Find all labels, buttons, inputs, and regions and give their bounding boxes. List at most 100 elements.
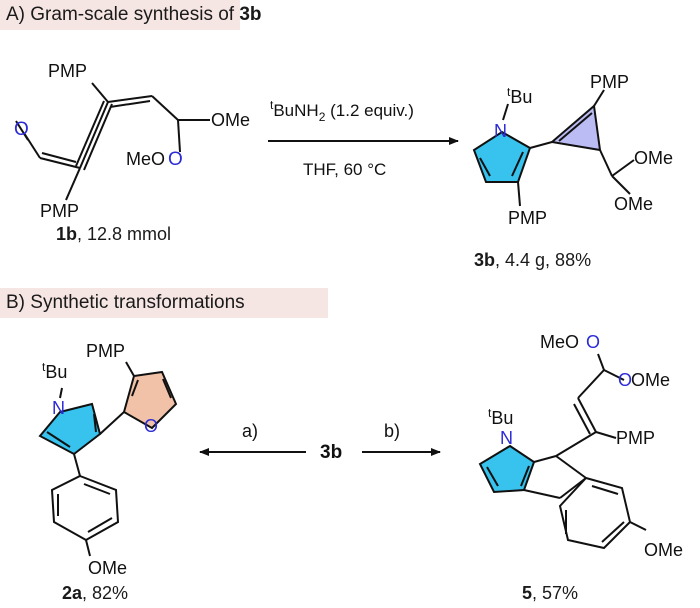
double-bond — [87, 517, 113, 533]
caption-1b-id: 1b — [56, 224, 78, 244]
3b-pyrrole-n: N — [494, 121, 507, 141]
caption-2a-id: 2a — [62, 583, 83, 603]
reagent-tail: (1.2 equiv.) — [325, 101, 414, 120]
3b-pmp-top: PMP — [590, 72, 629, 92]
5-benzo-ring — [558, 476, 632, 550]
alkyne-bond — [83, 103, 113, 171]
reagent-super: t — [270, 98, 274, 112]
compound-2a: PMP tBu N O OMe — [38, 341, 178, 578]
conditions-a: THF, 60 °C — [303, 160, 386, 179]
bond — [517, 181, 521, 207]
bond — [555, 431, 597, 457]
reaction-b: a) 3b b) — [199, 421, 441, 463]
2a-pmp: PMP — [86, 341, 125, 361]
bond — [107, 95, 153, 103]
2a-ome: OMe — [88, 558, 127, 578]
5-ome-aryl: OMe — [644, 540, 683, 560]
5-pyrrole-ring — [478, 444, 536, 494]
double-bond — [131, 379, 139, 397]
alkyne-bond — [79, 101, 109, 169]
1b-ether-o: O — [168, 149, 183, 170]
bond — [151, 95, 179, 121]
5-meo: MeO — [540, 332, 579, 352]
bond — [599, 149, 613, 177]
5-ome: OMe — [631, 370, 670, 390]
1b-aldehyde-o: O — [14, 119, 29, 140]
bond — [99, 411, 125, 435]
caption-3b: 3b, 4.4 g, 88% — [474, 250, 591, 271]
2a-pyrrole-n: N — [52, 398, 65, 418]
bond — [523, 489, 561, 499]
caption-2a-text: , 82% — [82, 583, 129, 603]
bond — [603, 369, 625, 381]
arrow-a-label: a) — [242, 421, 258, 441]
2a-pyrrole-ring — [38, 402, 102, 456]
bond — [502, 103, 509, 121]
3b-ome-2: OMe — [614, 194, 653, 214]
caption-5-text: , 57% — [532, 583, 579, 603]
caption-1b: 1b, 12.8 mmol — [56, 224, 171, 245]
double-bond — [162, 378, 172, 399]
section-a-label: A) Gram-scale synthesis of — [6, 4, 240, 25]
bond — [595, 431, 617, 439]
caption-2a: 2a, 82% — [62, 583, 128, 604]
2a-furan-ring — [122, 370, 178, 430]
double-bond — [83, 483, 111, 495]
bond — [73, 453, 81, 477]
caption-3b-text: , 4.4 g, 88% — [495, 250, 592, 270]
1b-pmp-top: PMP — [48, 61, 87, 81]
section-a-compound: 3b — [239, 4, 262, 25]
bond — [59, 387, 63, 399]
compound-5: MeO O O OMe PMP tBu N OMe — [478, 332, 683, 560]
3b-cyclopropene-ring — [549, 104, 602, 152]
bond — [85, 539, 91, 557]
5-pmp: PMP — [616, 428, 655, 448]
alkyne-bond — [75, 100, 105, 167]
double-bond — [511, 151, 524, 177]
1b-meo: MeO — [126, 149, 165, 169]
2a-tbu: tBu — [42, 360, 67, 382]
double-bond — [479, 157, 491, 177]
section-b-label: B) Synthetic transformations — [6, 292, 245, 313]
2a-phenyl-ring — [50, 474, 120, 542]
compound-1b: PMP O OMe MeO O PMP — [14, 61, 250, 221]
double-bond — [573, 403, 591, 435]
bond — [177, 119, 181, 153]
bond — [39, 157, 81, 169]
bond — [529, 141, 553, 149]
caption-3b-id: 3b — [474, 250, 496, 270]
bond — [533, 455, 557, 463]
reagent-main: BuNH — [273, 101, 318, 120]
2a-furan-o: O — [144, 416, 158, 436]
bond — [577, 369, 605, 399]
reagent-a: tBuNH2 (1.2 equiv.) — [270, 98, 414, 124]
arrow-b-label: b) — [384, 421, 400, 441]
caption-5-id: 5 — [522, 583, 533, 603]
double-bond — [558, 112, 593, 142]
section-b-header: B) Synthetic transformations — [0, 288, 328, 318]
5-tbu: tBu — [488, 406, 513, 428]
caption-1b-text: , 12.8 mmol — [77, 224, 172, 244]
bond — [65, 167, 81, 201]
compound-3b: N tBu PMP PMP OMe OMe — [472, 72, 673, 228]
3b-pmp-bottom: PMP — [508, 208, 547, 228]
center-compound-3b: 3b — [320, 442, 342, 463]
bond — [577, 397, 597, 433]
bond — [611, 159, 635, 177]
double-bond — [520, 465, 530, 487]
section-a-header: A) Gram-scale synthesis of 3b — [0, 0, 262, 30]
double-bond — [486, 466, 499, 487]
double-bond — [93, 413, 97, 433]
bond — [91, 82, 109, 103]
double-bond — [591, 485, 619, 495]
double-bond — [601, 521, 625, 543]
1b-pmp-bottom: PMP — [40, 201, 79, 221]
5-ether-o-2: O — [618, 370, 632, 390]
double-bond — [109, 100, 151, 108]
bond — [629, 521, 647, 531]
5-ether-o-1: O — [586, 332, 600, 352]
double-bond — [46, 431, 71, 448]
bond — [125, 361, 135, 377]
reaction-a: tBuNH2 (1.2 equiv.) THF, 60 °C — [268, 98, 459, 179]
